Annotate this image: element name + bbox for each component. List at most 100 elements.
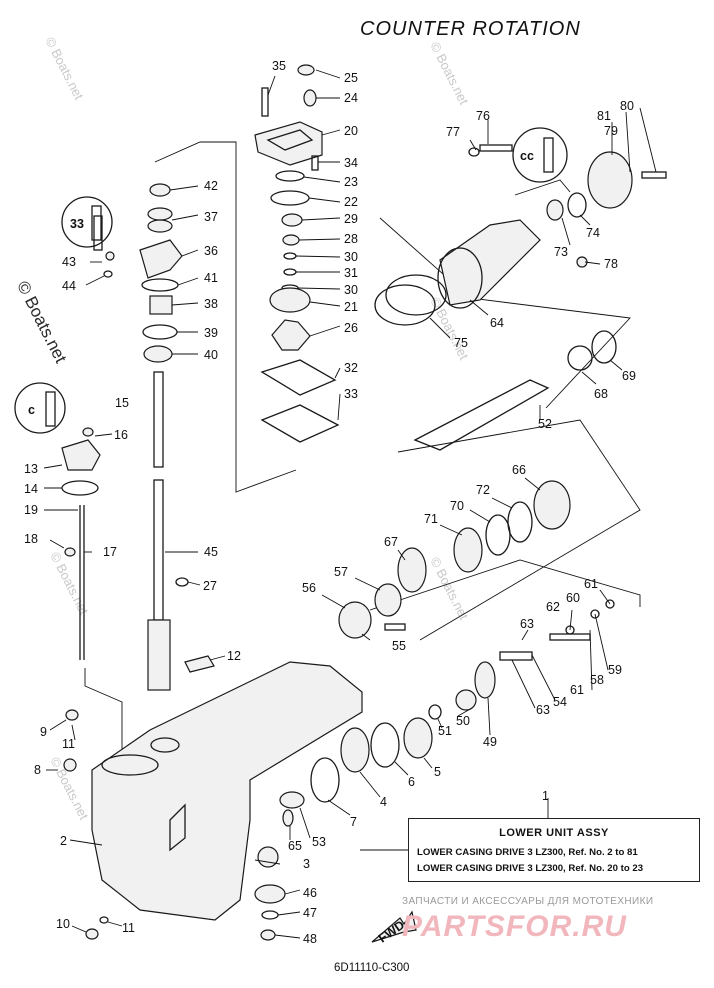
part-number: 70 [450, 499, 464, 513]
diagram-title: COUNTER ROTATION [360, 18, 581, 40]
part-number: 68 [594, 387, 608, 401]
part-number: 65 [288, 839, 302, 853]
part-number: 5 [434, 765, 441, 779]
part-number: 76 [476, 109, 490, 123]
part-number: 42 [204, 179, 218, 193]
part-number: 49 [483, 735, 497, 749]
part-number: 3 [303, 857, 310, 871]
part-number: 41 [204, 271, 218, 285]
part-number-labels: 1 2 3 4 5 6 7 8 9 10 11 11 12 13 14 15 1… [24, 59, 636, 946]
part-number: 15 [115, 396, 129, 410]
part-number: 51 [438, 724, 452, 738]
part-number: 78 [604, 257, 618, 271]
part-number: 4 [380, 795, 387, 809]
part-number: 23 [344, 175, 358, 189]
part-number: 72 [476, 483, 490, 497]
part-number: 44 [62, 279, 76, 293]
part-number: 60 [566, 591, 580, 605]
part-number: 28 [344, 232, 358, 246]
part-number: 21 [344, 300, 358, 314]
assembly-line-2: LOWER CASING DRIVE 3 LZ300, Ref. No. 20 … [417, 863, 644, 874]
brand-logo-text[interactable]: PARTSFOR.RU [402, 910, 627, 943]
part-number: 71 [424, 512, 438, 526]
part-number: 50 [456, 714, 470, 728]
part-number: 26 [344, 321, 358, 335]
part-number: 54 [553, 695, 567, 709]
part-number: 53 [312, 835, 326, 849]
part-number: 17 [103, 545, 117, 559]
part-number: 59 [608, 663, 622, 677]
part-number: 6 [408, 775, 415, 789]
driveshaft-parts [93, 183, 189, 691]
part-number: 9 [40, 725, 47, 739]
part-number: 73 [554, 245, 568, 259]
part-number: 14 [24, 482, 38, 496]
part-number: 52 [538, 417, 552, 431]
watermark-text: © Boats.net [427, 40, 471, 108]
part-number: 57 [334, 565, 348, 579]
part-number: 40 [204, 348, 218, 362]
part-number: 47 [303, 906, 317, 920]
part-number: 61 [584, 577, 598, 591]
part-number: 36 [204, 244, 218, 258]
part-number: 11 [122, 921, 135, 935]
part-number: 19 [24, 503, 38, 517]
gearcase-parts [254, 480, 615, 941]
leader-lines [43, 69, 657, 939]
part-number: 63 [536, 703, 550, 717]
part-number: 80 [620, 99, 634, 113]
part-number: 35 [272, 59, 286, 73]
callout-code: cc [520, 149, 534, 163]
watermark-text: © Boats.net [42, 35, 86, 103]
propshaft-housing-parts [374, 144, 667, 451]
part-number: 34 [344, 156, 358, 170]
part-number: 56 [302, 581, 316, 595]
part-number: 79 [604, 124, 618, 138]
part-number: 7 [350, 815, 357, 829]
part-number: 67 [384, 535, 398, 549]
part-number: 22 [344, 195, 358, 209]
detail-callouts: 33 c cc [14, 127, 568, 434]
part-number: 74 [586, 226, 600, 240]
part-number: 37 [204, 210, 218, 224]
shift-rod-parts [61, 427, 101, 660]
part-number: 63 [520, 617, 534, 631]
part-number: 75 [454, 336, 468, 350]
part-number: 48 [303, 932, 317, 946]
part-number: 77 [446, 125, 460, 139]
brand-subtitle: ЗАПЧАСТИ И АКСЕССУАРЫ ДЛЯ МОТОТЕХНИКИ [402, 896, 654, 907]
part-number: 64 [490, 316, 504, 330]
part-number: 43 [62, 255, 76, 269]
part-number: 25 [344, 71, 358, 85]
part-number: 31 [344, 266, 358, 280]
part-number: 39 [204, 326, 218, 340]
assembly-line-1: LOWER CASING DRIVE 3 LZ300, Ref. No. 2 t… [417, 847, 638, 858]
part-number: 46 [303, 886, 317, 900]
part-number: 10 [56, 917, 70, 931]
part-number: 1 [542, 789, 549, 803]
part-number: 61 [570, 683, 584, 697]
part-number: 32 [344, 361, 358, 375]
part-number: 12 [227, 649, 241, 663]
part-number: 45 [204, 545, 218, 559]
part-number: 33 [344, 387, 358, 401]
water-pump-parts [254, 64, 340, 443]
assembly-info-box: LOWER UNIT ASSY LOWER CASING DRIVE 3 LZ3… [408, 818, 700, 882]
part-number: 24 [344, 91, 358, 105]
assembly-title: LOWER UNIT ASSY [499, 827, 609, 839]
part-number: 2 [60, 834, 67, 848]
part-number: 20 [344, 124, 358, 138]
diagram-code: 6D11110-C300 [334, 962, 410, 974]
part-number: 11 [62, 737, 75, 751]
part-number: 58 [590, 673, 604, 687]
part-number: 62 [546, 600, 560, 614]
callout-code: c [28, 403, 35, 417]
group-brackets [84, 141, 641, 760]
part-number: 66 [512, 463, 526, 477]
part-number: 8 [34, 763, 41, 777]
part-number: 30 [344, 283, 358, 297]
part-number: 81 [597, 109, 611, 123]
watermark-text: © Boats.net [47, 550, 91, 618]
callout-code: 33 [70, 217, 84, 231]
